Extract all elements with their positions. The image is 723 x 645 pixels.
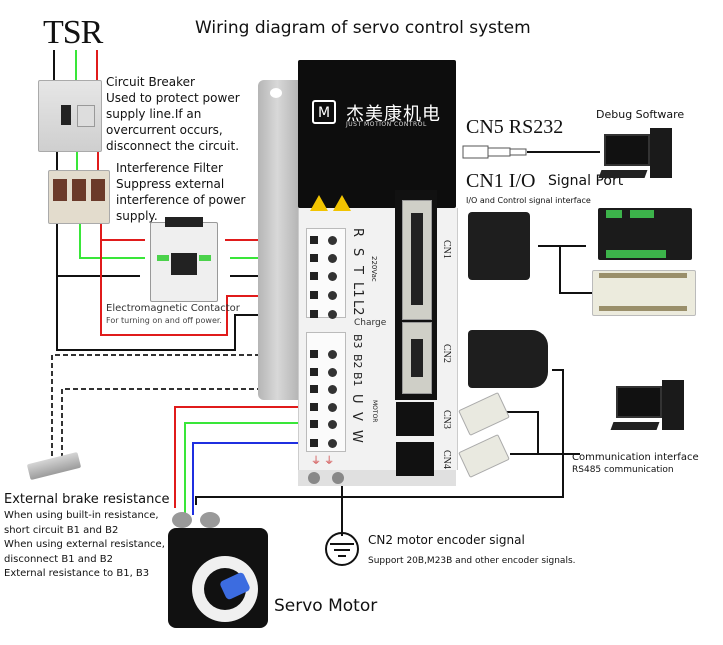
cn2-cable-connector	[468, 330, 548, 388]
contactor-label: Electromagnetic Contactor For turning on…	[106, 303, 240, 325]
io-interface-label: I/O and Control signal interface	[466, 196, 591, 205]
tsr-label: TSR	[43, 14, 103, 51]
brand-name-en: JUST MOTION CONTROL	[346, 121, 427, 128]
interference-filter-image	[48, 170, 110, 224]
label-w: W	[349, 430, 364, 443]
label-b3: B3	[351, 334, 364, 349]
charge-label: Charge	[354, 318, 387, 328]
wire-brake-b1	[61, 388, 310, 460]
brake-resistance-heading: External brake resistance	[4, 492, 170, 507]
cn2-encoder-heading: CN2 motor encoder signal	[368, 533, 525, 547]
cn3-port[interactable]	[396, 402, 434, 436]
debug-software-label: Debug Software	[596, 108, 685, 121]
motion-controller-board	[598, 208, 692, 260]
contactor-image	[150, 217, 218, 302]
brand-name-cn: 杰美康机电	[346, 104, 441, 125]
high-voltage-warning-icon	[310, 195, 328, 211]
label-t: T	[350, 266, 365, 274]
cn2-port[interactable]	[402, 322, 432, 394]
wire-cn1-plc	[559, 246, 592, 294]
jm-logo-icon: M	[312, 100, 336, 124]
debug-computer-icon	[598, 124, 678, 186]
terminal-b1	[310, 385, 318, 393]
wire-w-blue	[192, 442, 310, 515]
cn2-encoder-description: Support 20B,M23B and other encoder signa…	[368, 556, 576, 566]
plc-controller	[592, 270, 696, 316]
label-u: U	[349, 394, 364, 404]
terminal-s	[310, 254, 318, 262]
label-b2: B2	[351, 354, 364, 369]
servo-motor-image	[168, 512, 274, 632]
terminal-l1	[310, 291, 318, 299]
wire-v-green	[184, 422, 310, 515]
diagram-title: Wiring diagram of servo control system	[195, 18, 531, 38]
servo-motor-label: Servo Motor	[274, 596, 378, 616]
cn2-label: CN2	[441, 344, 452, 363]
label-l1: L1	[350, 282, 365, 298]
cn1-label: CN1	[441, 240, 452, 259]
cn1-io-label: CN1 I/O	[466, 170, 536, 192]
wire-u-red	[174, 406, 310, 508]
cn4-label: CN4	[441, 450, 452, 469]
circuit-breaker-label: Circuit Breaker Used to protect power su…	[106, 75, 240, 153]
rs485-computer-icon	[610, 376, 690, 438]
label-s: S	[350, 248, 365, 257]
cn3-label: CN3	[441, 410, 452, 429]
brake-resistance-notes: When using built-in resistance, short ci…	[4, 510, 165, 579]
drive-top-cover	[298, 60, 456, 208]
voltage-label: 220Vac	[370, 256, 378, 282]
terminal-w	[310, 439, 318, 447]
hot-surface-warning-icon	[333, 195, 351, 211]
terminal-v	[310, 420, 318, 428]
terminal-b3	[310, 350, 318, 358]
terminal-r	[310, 236, 318, 244]
ground-symbol-icon: ⏚ ⏚	[311, 456, 335, 467]
terminal-l2	[310, 310, 318, 318]
communication-interface-label: Communication interface RS485 communicat…	[572, 452, 699, 475]
label-v: V	[349, 412, 364, 421]
wire-rj45-cn3	[505, 411, 580, 455]
ground-icon	[325, 532, 359, 566]
cn5-rs232-label: CN5 RS232	[466, 116, 564, 138]
label-b1: B1	[351, 372, 364, 387]
wire-encoder	[195, 369, 564, 505]
terminal-u	[310, 403, 318, 411]
interference-filter-label: Interference Filter Suppress external in…	[116, 161, 246, 223]
cn4-port[interactable]	[396, 442, 434, 476]
label-r: R	[350, 228, 365, 238]
cn1-cable-connector	[468, 212, 530, 280]
terminal-b2	[310, 368, 318, 376]
rs232-plug-icon	[462, 145, 489, 159]
cn1-port[interactable]	[402, 200, 432, 320]
wire-brake-b3	[51, 354, 300, 460]
terminal-t	[310, 272, 318, 280]
wire-green-main	[79, 220, 145, 259]
wire-red-box	[100, 240, 310, 336]
motor-group-label: MOTOR	[371, 400, 378, 423]
label-l2: L2	[350, 300, 365, 316]
circuit-breaker-image	[38, 80, 102, 152]
